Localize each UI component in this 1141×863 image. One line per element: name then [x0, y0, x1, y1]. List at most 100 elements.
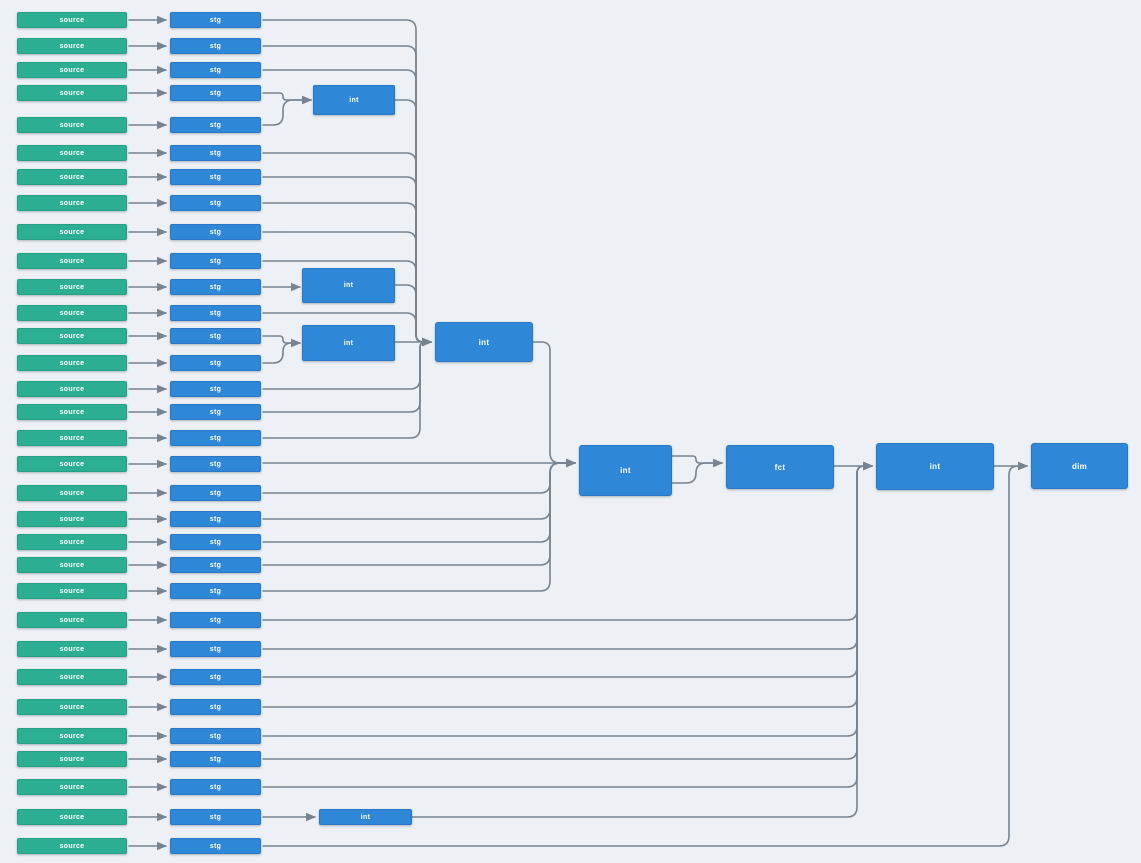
node-stg[interactable]: stg [170, 779, 261, 795]
node-stg[interactable]: stg [170, 195, 261, 211]
node-int-2[interactable]: int [302, 268, 395, 303]
node-stg[interactable]: stg [170, 328, 261, 344]
edge-stg-out [262, 461, 874, 678]
node-int-6[interactable]: int [876, 443, 994, 490]
node-source[interactable]: source [17, 381, 127, 397]
node-source[interactable]: source [17, 328, 127, 344]
node-source-label: source [59, 385, 85, 393]
edge-stg-out [262, 338, 302, 364]
node-source[interactable]: source [17, 534, 127, 550]
node-source[interactable]: source [17, 253, 127, 269]
node-source[interactable]: source [17, 583, 127, 599]
node-source[interactable]: source [17, 145, 127, 161]
node-int-6-label: int [929, 462, 941, 471]
node-source[interactable]: source [17, 279, 127, 295]
node-stg[interactable]: stg [170, 557, 261, 573]
node-stg-label: stg [209, 813, 222, 821]
node-int-1[interactable]: int [313, 85, 395, 115]
node-stg[interactable]: stg [170, 85, 261, 101]
node-fct-1[interactable]: fct [726, 445, 834, 489]
node-stg[interactable]: stg [170, 534, 261, 550]
node-source-label: source [59, 121, 85, 129]
node-stg-label: stg [209, 587, 222, 595]
node-stg[interactable]: stg [170, 381, 261, 397]
node-source[interactable]: source [17, 511, 127, 527]
node-stg-label: stg [209, 408, 222, 416]
node-source[interactable]: source [17, 557, 127, 573]
node-stg[interactable]: stg [170, 12, 261, 28]
node-dim-1[interactable]: dim [1031, 443, 1128, 489]
node-stg-label: stg [209, 645, 222, 653]
node-stg[interactable]: stg [170, 728, 261, 744]
node-stg-label: stg [209, 228, 222, 236]
node-stg[interactable]: stg [170, 456, 261, 472]
node-stg[interactable]: stg [170, 809, 261, 825]
node-stg[interactable]: stg [170, 699, 261, 715]
node-source[interactable]: source [17, 169, 127, 185]
node-source[interactable]: source [17, 195, 127, 211]
node-stg[interactable]: stg [170, 511, 261, 527]
node-source[interactable]: source [17, 779, 127, 795]
node-stg[interactable]: stg [170, 38, 261, 54]
node-source[interactable]: source [17, 305, 127, 321]
node-stg[interactable]: stg [170, 117, 261, 133]
edge-stg-out [262, 458, 577, 520]
node-stg[interactable]: stg [170, 641, 261, 657]
node-stg[interactable]: stg [170, 751, 261, 767]
node-int-3[interactable]: int [302, 325, 395, 361]
node-stg[interactable]: stg [170, 355, 261, 371]
node-source[interactable]: source [17, 612, 127, 628]
node-stg[interactable]: stg [170, 583, 261, 599]
node-stg[interactable]: stg [170, 305, 261, 321]
node-int-7[interactable]: int [319, 809, 412, 825]
node-source-label: source [59, 434, 85, 442]
node-source-label: source [59, 16, 85, 24]
node-source[interactable]: source [17, 456, 127, 472]
node-int-2-label: int [343, 282, 354, 289]
node-int-5[interactable]: int [579, 445, 672, 496]
node-stg[interactable]: stg [170, 169, 261, 185]
node-source[interactable]: source [17, 85, 127, 101]
node-source[interactable]: source [17, 430, 127, 446]
node-stg-label: stg [209, 309, 222, 317]
node-stg[interactable]: stg [170, 430, 261, 446]
edge-stg-out [262, 458, 577, 494]
node-stg[interactable]: stg [170, 224, 261, 240]
node-source[interactable]: source [17, 669, 127, 685]
node-source[interactable]: source [17, 641, 127, 657]
node-source[interactable]: source [17, 838, 127, 854]
node-source[interactable]: source [17, 224, 127, 240]
node-source[interactable]: source [17, 485, 127, 501]
node-int-5-label: int [620, 466, 631, 475]
node-source[interactable]: source [17, 38, 127, 54]
node-source[interactable]: source [17, 751, 127, 767]
node-source-label: source [59, 42, 85, 50]
node-source-label: source [59, 587, 85, 595]
node-source[interactable]: source [17, 62, 127, 78]
node-source[interactable]: source [17, 728, 127, 744]
node-source[interactable]: source [17, 117, 127, 133]
node-stg[interactable]: stg [170, 62, 261, 78]
edge-stg-out [262, 461, 874, 621]
node-stg-label: stg [209, 283, 222, 291]
node-source[interactable]: source [17, 809, 127, 825]
node-stg[interactable]: stg [170, 838, 261, 854]
node-stg[interactable]: stg [170, 612, 261, 628]
node-source-label: source [59, 89, 85, 97]
node-source[interactable]: source [17, 404, 127, 420]
node-stg-label: stg [209, 561, 222, 569]
node-stg[interactable]: stg [170, 485, 261, 501]
node-stg[interactable]: stg [170, 404, 261, 420]
node-stg[interactable]: stg [170, 669, 261, 685]
edge-stg-out [262, 458, 577, 566]
node-stg[interactable]: stg [170, 145, 261, 161]
node-int-4[interactable]: int [435, 322, 533, 362]
edge-stg-out [262, 461, 874, 708]
node-source[interactable]: source [17, 355, 127, 371]
node-source-label: source [59, 755, 85, 763]
node-source[interactable]: source [17, 12, 127, 28]
node-stg[interactable]: stg [170, 253, 261, 269]
node-source-label: source [59, 199, 85, 207]
node-source[interactable]: source [17, 699, 127, 715]
node-stg[interactable]: stg [170, 279, 261, 295]
